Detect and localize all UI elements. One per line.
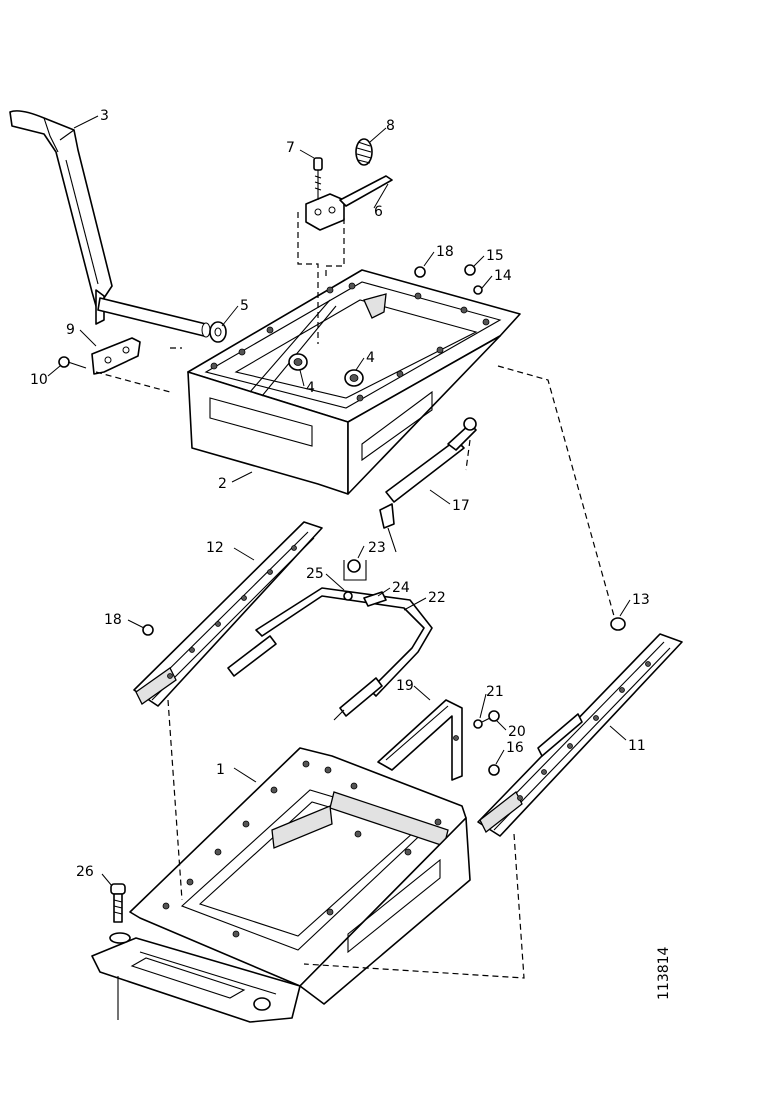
drawing-code: 113814	[656, 946, 672, 1000]
washer-part-5	[209, 321, 227, 343]
spring-part-8	[355, 138, 373, 166]
callout-11: 11	[628, 738, 646, 754]
pin-part-25	[343, 591, 353, 601]
screw-part-10	[58, 356, 87, 369]
washer-part-21	[473, 719, 483, 729]
callout-14: 14	[494, 268, 512, 284]
callout-4b: 4	[306, 380, 315, 396]
lever-part-3	[9, 110, 211, 338]
callout-labels: 3 8 7 6 18 15 14 5 9 4 10 4 2 17 12 23 2…	[30, 108, 650, 880]
screw-part-16	[488, 764, 500, 776]
callout-1: 1	[216, 762, 225, 778]
callout-7: 7	[286, 140, 295, 156]
callout-5: 5	[240, 298, 249, 314]
bracket-part-19	[377, 699, 463, 781]
callout-18-lower: 18	[104, 612, 122, 628]
callout-17: 17	[452, 498, 470, 514]
nut-part-4a	[288, 353, 308, 371]
adjuster-bar-part-22	[255, 587, 433, 721]
callout-4a: 4	[366, 350, 375, 366]
screw-part-20	[481, 710, 500, 723]
base-frame-part-1	[129, 747, 471, 1005]
callout-20: 20	[508, 724, 526, 740]
nut-part-4b	[344, 369, 364, 387]
slide-rail-part-11	[477, 633, 683, 837]
callout-15: 15	[486, 248, 504, 264]
callout-3: 3	[100, 108, 109, 124]
callout-23: 23	[368, 540, 386, 556]
screw-part-7	[313, 157, 323, 200]
callout-10: 10	[30, 372, 48, 388]
clip-part-24	[363, 591, 387, 607]
bolt-part-26	[109, 883, 131, 944]
callout-8: 8	[386, 118, 395, 134]
screw-part-15	[464, 264, 476, 276]
nut-part-23	[343, 559, 367, 581]
base-plate	[91, 937, 301, 1023]
washer-part-14	[473, 285, 483, 295]
callout-18-upper: 18	[436, 244, 454, 260]
callout-24: 24	[392, 580, 410, 596]
callout-22: 22	[428, 590, 446, 606]
screw-part-18-lower	[142, 624, 154, 636]
callout-9: 9	[66, 322, 75, 338]
callout-12: 12	[206, 540, 224, 556]
callout-6: 6	[374, 204, 383, 220]
callout-19: 19	[396, 678, 414, 694]
callout-26: 26	[76, 864, 94, 880]
callout-2: 2	[218, 476, 227, 492]
slide-rail-part-12	[133, 521, 323, 707]
callout-leaders	[47, 115, 631, 887]
callout-16: 16	[506, 740, 524, 756]
callout-13: 13	[632, 592, 650, 608]
cap-part-13	[610, 617, 626, 631]
bracket-assembly-6	[305, 175, 393, 231]
callout-25: 25	[306, 566, 324, 582]
assembly-guide-lines	[95, 212, 615, 979]
bracket-part-9	[91, 337, 141, 375]
gas-spring-part-17	[379, 417, 477, 553]
callout-21: 21	[486, 684, 504, 700]
upper-frame-part-2	[187, 269, 521, 495]
screw-part-18-upper	[414, 266, 426, 278]
